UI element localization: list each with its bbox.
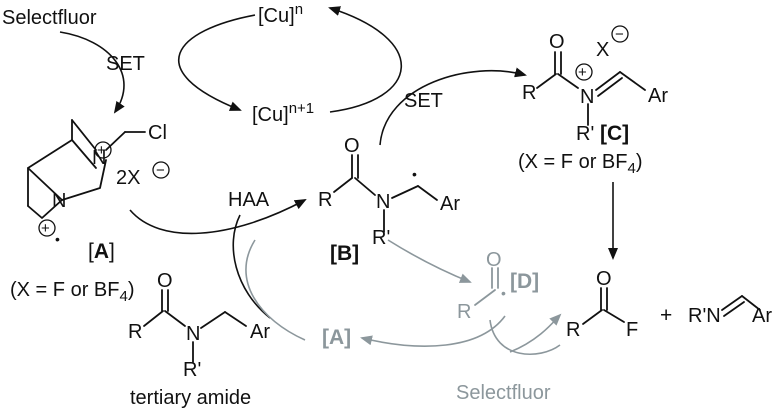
cu-n-plus-1-label: [Cu]n+1 — [252, 100, 314, 126]
svg-text:R: R — [128, 321, 142, 343]
haa-label: HAA — [228, 189, 270, 211]
svg-text:O: O — [549, 31, 565, 53]
arrow-B-to-C — [379, 67, 527, 146]
arrow-A-regeneration — [245, 239, 306, 341]
A-counterion: 2X — [116, 167, 140, 189]
svg-text:O: O — [157, 270, 173, 292]
compound-A-note: (X = F or BF4) — [10, 279, 134, 305]
compound-C-note: (X = F or BF4) — [518, 151, 642, 177]
svg-text:N: N — [376, 191, 390, 213]
arrow-amide-in — [232, 214, 271, 319]
selectfluor-bottom-label: Selectfluor — [456, 382, 551, 404]
compound-B-structure — [333, 154, 438, 233]
svg-text:R: R — [522, 82, 536, 104]
arrow-selectfluor-to-A — [59, 31, 125, 114]
B-radical: • — [412, 166, 417, 182]
svg-text:R': R' — [183, 359, 201, 381]
svg-text:X: X — [596, 39, 609, 61]
compound-D-structure — [474, 267, 499, 306]
A-chlorine: Cl — [148, 122, 167, 144]
svg-text:Ar: Ar — [250, 321, 270, 343]
svg-text:+: + — [41, 220, 50, 237]
set-label-left: SET — [106, 53, 145, 75]
compound-C-structure — [536, 51, 646, 126]
A-plus-charge-N1 — [94, 141, 112, 159]
C-minus-charge — [611, 25, 629, 43]
selectfluor-reagent-label: Selectfluor — [2, 7, 97, 29]
arrow-cu-reduction — [328, 6, 403, 113]
svg-text:+: + — [97, 142, 106, 159]
svg-text:R: R — [457, 301, 471, 323]
compound-B-label: [B] — [330, 242, 359, 265]
compound-A-label: [A] — [88, 240, 115, 263]
svg-text:Ar: Ar — [752, 305, 772, 327]
svg-text:N: N — [580, 86, 594, 108]
svg-text:R'N: R'N — [688, 305, 721, 327]
svg-text:Ar: Ar — [648, 85, 668, 107]
imine-structure — [721, 295, 761, 317]
compound-D-label: [D] — [510, 270, 539, 293]
svg-text:O: O — [344, 135, 360, 157]
svg-text:•: • — [55, 231, 60, 247]
svg-text:R': R' — [576, 123, 594, 145]
compound-C-label: [C] — [600, 122, 629, 145]
svg-text:−: − — [156, 162, 165, 179]
svg-text:F: F — [626, 319, 638, 341]
svg-text:R: R — [566, 319, 580, 341]
svg-text:−: − — [615, 26, 624, 43]
svg-text:R': R' — [372, 227, 390, 249]
svg-text:+: + — [578, 64, 587, 81]
set-label-right: SET — [404, 90, 443, 112]
A-counterion-minus — [152, 161, 170, 179]
D-radical: • — [501, 285, 506, 301]
A-plus-charge-N2 — [38, 219, 56, 237]
arrow-D-to-A — [360, 315, 506, 347]
svg-text:Ar: Ar — [440, 193, 460, 215]
svg-text:R: R — [318, 189, 332, 211]
svg-text:O: O — [596, 268, 612, 290]
acyl-fluoride-structure — [582, 287, 625, 325]
arrow-selectfluor-in — [489, 319, 561, 356]
plus-sign: + — [660, 304, 672, 327]
svg-text:O: O — [486, 249, 502, 271]
compound-A-gray-label: [A] — [322, 326, 351, 349]
cu-n-label: [Cu]n — [258, 1, 303, 27]
arrow-D-to-acyl-fluoride — [509, 313, 562, 353]
tertiary-amide-label: tertiary amide — [130, 387, 251, 409]
C-plus-charge — [575, 63, 593, 81]
A-nitrogen-radical-cation: N — [52, 190, 66, 212]
arrow-HAA — [129, 199, 307, 235]
tertiary-amide-structure — [143, 289, 247, 363]
arrow-B-to-D — [387, 239, 472, 283]
arrow-cu-oxidation — [177, 14, 256, 111]
svg-text:N: N — [186, 323, 200, 345]
compound-A-structure — [27, 119, 146, 219]
